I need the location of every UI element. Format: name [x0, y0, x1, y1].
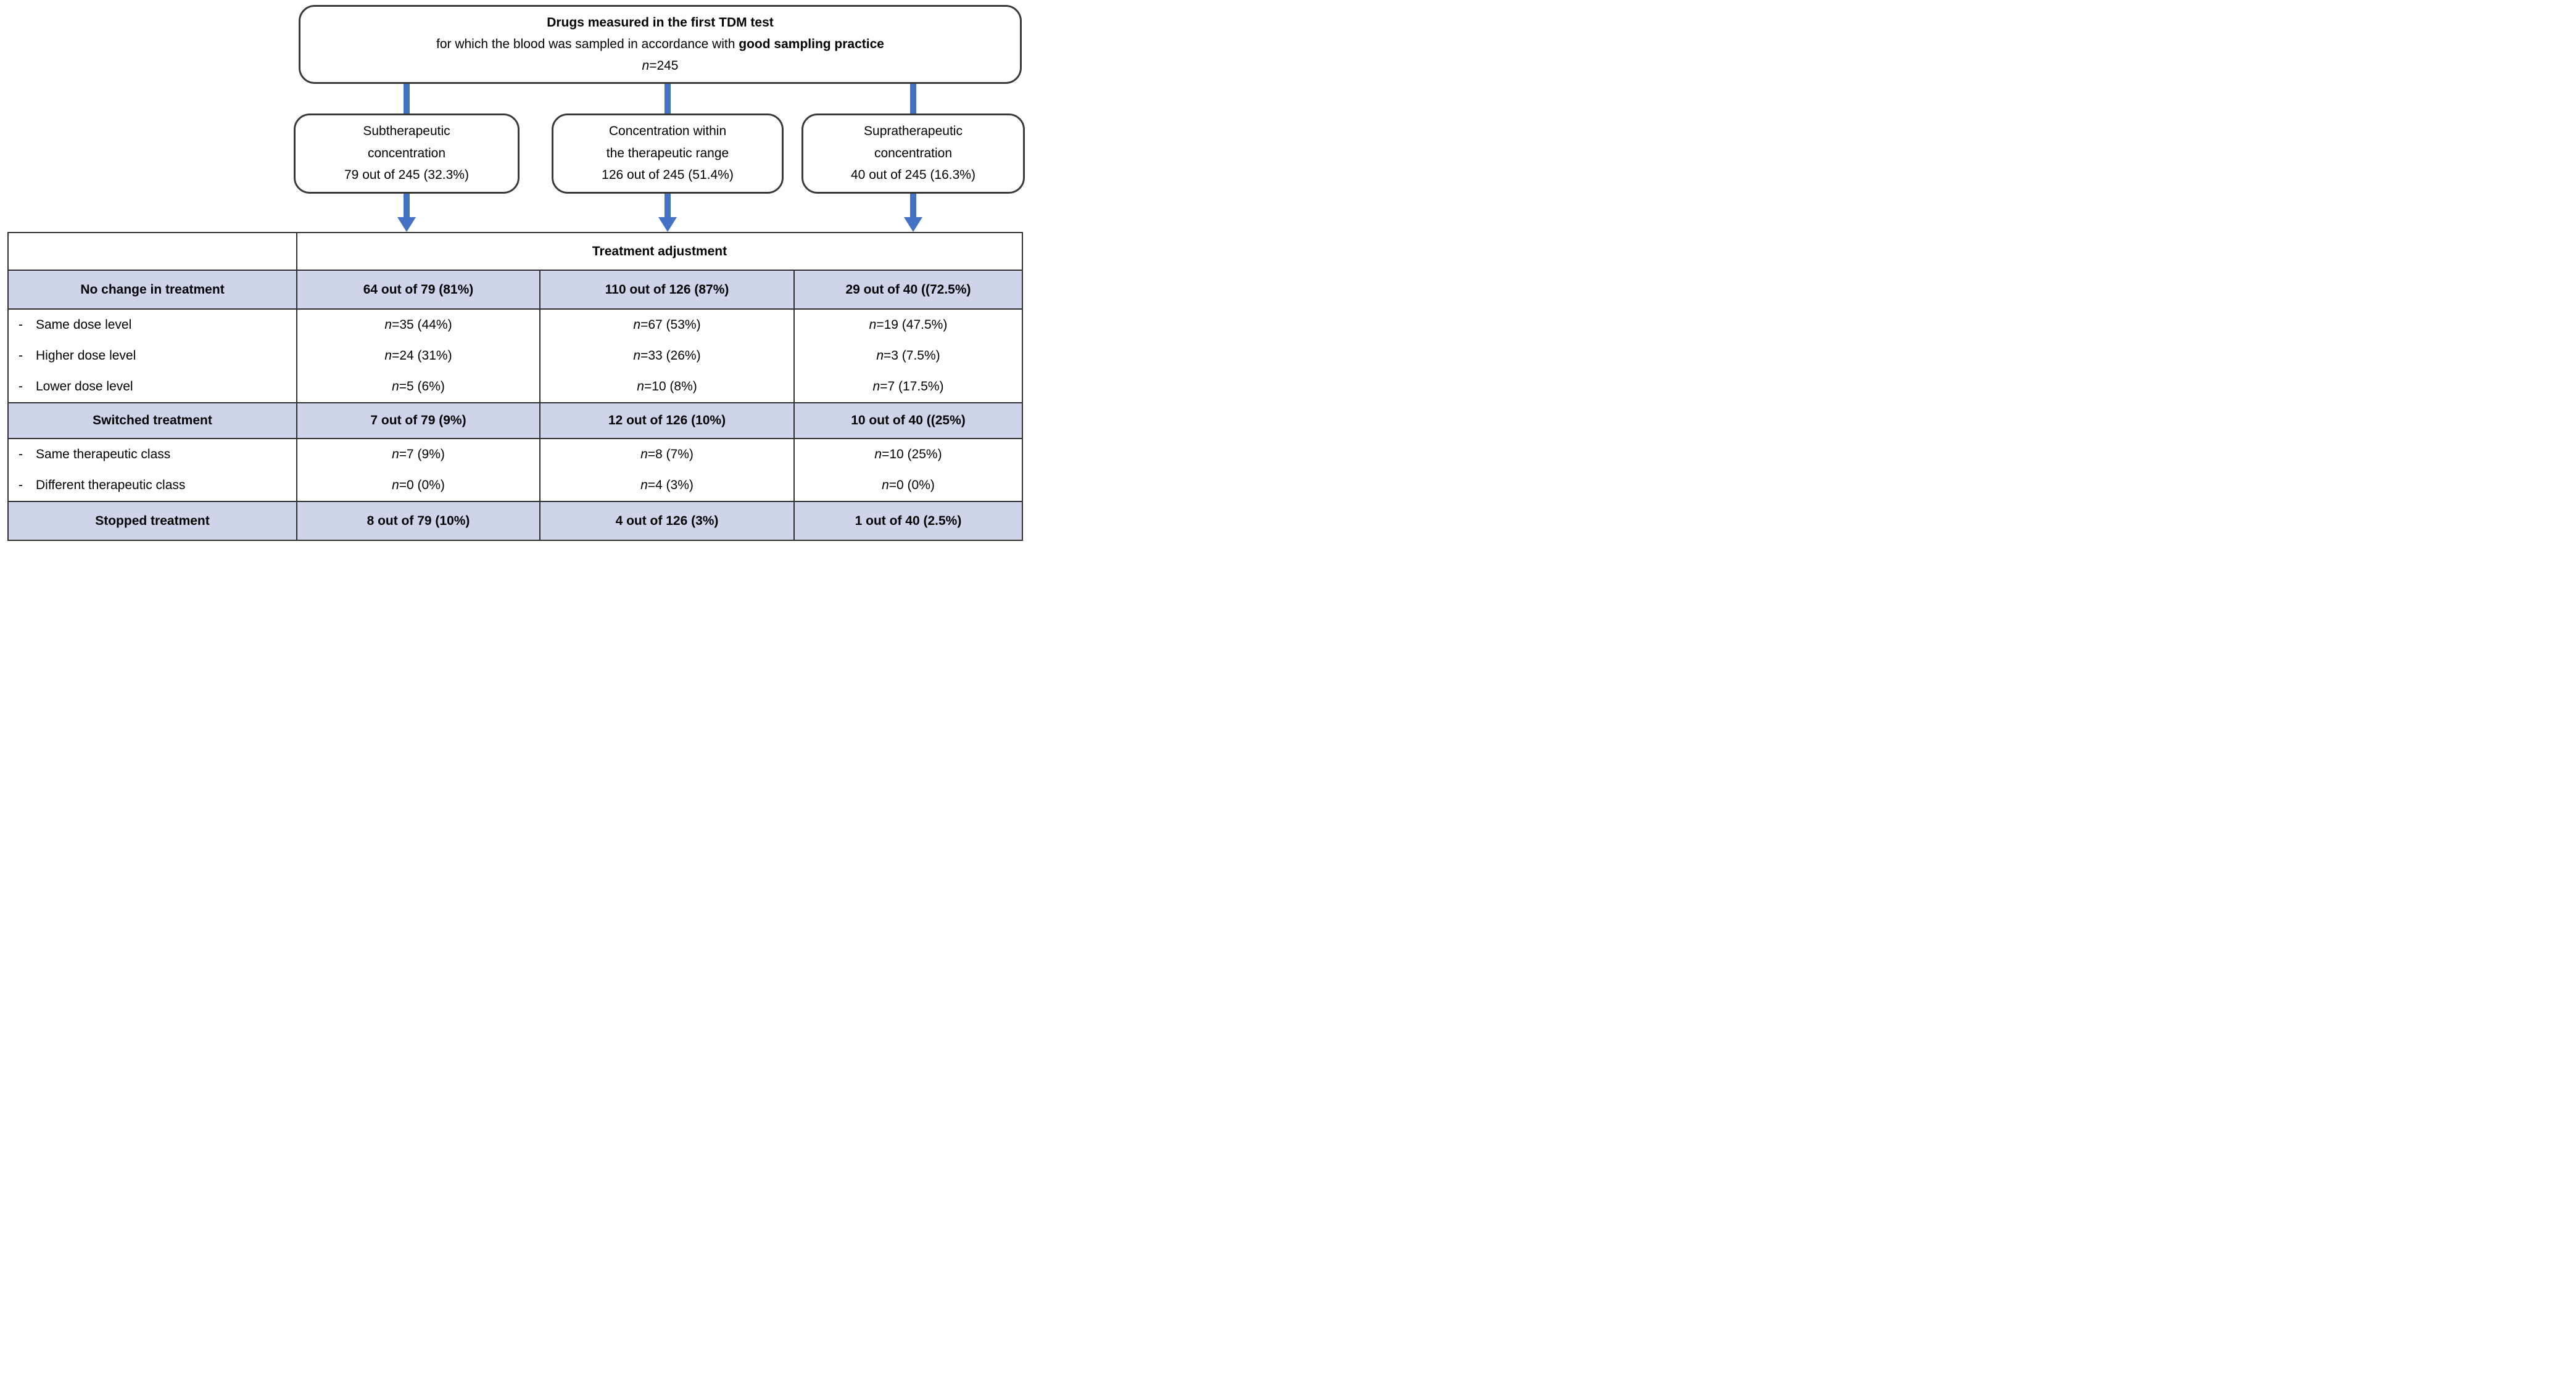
- connector-line-left: [404, 84, 410, 113]
- branch-label-line: the therapeutic range: [606, 146, 729, 160]
- branch-label-line: concentration: [874, 146, 953, 160]
- empty-cell: [7, 232, 297, 271]
- table-row-no-change: No change in treatment 64 out of 79 (81%…: [7, 270, 1023, 310]
- row-label: No change in treatment: [7, 270, 297, 310]
- cell-value-list: n=8 (7%) n=4 (3%): [539, 438, 795, 502]
- cell-value: 110 out of 126 (87%): [539, 270, 795, 310]
- cell-value: 4 out of 126 (3%): [539, 501, 795, 541]
- down-arrowhead-icon: [397, 217, 416, 232]
- cell-value-list: n=19 (47.5%) n=3 (7.5%) n=7 (17.5%): [793, 308, 1023, 403]
- root-subtitle-regular: for which the blood was sampled in accor…: [436, 36, 739, 51]
- cell-value-list: n=7 (9%) n=0 (0%): [296, 438, 540, 502]
- down-arrow-icon: [910, 194, 916, 217]
- list-item: -Different therapeutic class: [9, 470, 296, 500]
- list-item: -Same therapeutic class: [9, 440, 296, 470]
- cell-value: 10 out of 40 ((25%): [793, 402, 1023, 439]
- down-arrow-icon: [665, 194, 671, 217]
- cell-value-list: n=10 (25%) n=0 (0%): [793, 438, 1023, 502]
- root-subtitle: for which the blood was sampled in accor…: [304, 36, 1016, 52]
- branch-count: 40 out of 245 (16.3%): [851, 168, 975, 183]
- connector-line-right: [910, 84, 916, 113]
- root-node: Drugs measured in the first TDM test for…: [299, 5, 1022, 84]
- down-arrowhead-icon: [904, 217, 922, 232]
- root-count: n=245: [642, 58, 679, 73]
- cell-value-list: n=67 (53%) n=33 (26%) n=10 (8%): [539, 308, 795, 403]
- branch-label-line: Supratherapeutic: [864, 124, 963, 139]
- root-title: Drugs measured in the first TDM test: [547, 15, 774, 30]
- cell-value: 29 out of 40 ((72.5%): [793, 270, 1023, 310]
- cell-value: 12 out of 126 (10%): [539, 402, 795, 439]
- figure-canvas: Drugs measured in the first TDM test for…: [0, 0, 1030, 550]
- cell-value: 1 out of 40 (2.5%): [793, 501, 1023, 541]
- bullet-dash: -: [19, 478, 23, 492]
- branch-label-line: concentration: [367, 146, 446, 160]
- list-item: -Lower dose level: [9, 371, 296, 402]
- bullet-dash: -: [19, 318, 23, 332]
- connector-line-center: [665, 84, 671, 113]
- branch-node-supratherapeutic: Supratherapeutic concentration 40 out of…: [801, 113, 1025, 194]
- row-label-list: -Same therapeutic class -Different thera…: [7, 438, 297, 502]
- table-row-class-details: -Same therapeutic class -Different thera…: [7, 438, 1023, 502]
- branch-label-line: Subtherapeutic: [363, 124, 450, 139]
- root-subtitle-bold: good sampling practice: [739, 36, 884, 51]
- cell-value: 64 out of 79 (81%): [296, 270, 540, 310]
- treatment-adjustment-table: Treatment adjustment No change in treatm…: [7, 232, 1023, 541]
- cell-value: 7 out of 79 (9%): [296, 402, 540, 439]
- table-header-row: Treatment adjustment: [7, 232, 1023, 271]
- cell-value-list: n=35 (44%) n=24 (31%) n=5 (6%): [296, 308, 540, 403]
- table-row-switched: Switched treatment 7 out of 79 (9%) 12 o…: [7, 402, 1023, 439]
- branch-node-within-range: Concentration within the therapeutic ran…: [552, 113, 784, 194]
- bullet-dash: -: [19, 348, 23, 363]
- bullet-dash: -: [19, 447, 23, 461]
- table-row-dose-details: -Same dose level -Higher dose level -Low…: [7, 308, 1023, 403]
- branch-count: 79 out of 245 (32.3%): [344, 168, 469, 183]
- branch-label-line: Concentration within: [608, 124, 727, 139]
- row-label: Switched treatment: [7, 402, 297, 439]
- cell-value: 8 out of 79 (10%): [296, 501, 540, 541]
- list-item: -Same dose level: [9, 310, 296, 340]
- list-item: -Higher dose level: [9, 340, 296, 371]
- down-arrow-icon: [404, 194, 410, 217]
- bullet-dash: -: [19, 379, 23, 394]
- table-row-stopped: Stopped treatment 8 out of 79 (10%) 4 ou…: [7, 501, 1023, 541]
- table-title: Treatment adjustment: [296, 232, 1023, 271]
- row-label-list: -Same dose level -Higher dose level -Low…: [7, 308, 297, 403]
- branch-node-subtherapeutic: Subtherapeutic concentration 79 out of 2…: [294, 113, 520, 194]
- down-arrowhead-icon: [658, 217, 677, 232]
- branch-count: 126 out of 245 (51.4%): [602, 168, 734, 183]
- row-label: Stopped treatment: [7, 501, 297, 541]
